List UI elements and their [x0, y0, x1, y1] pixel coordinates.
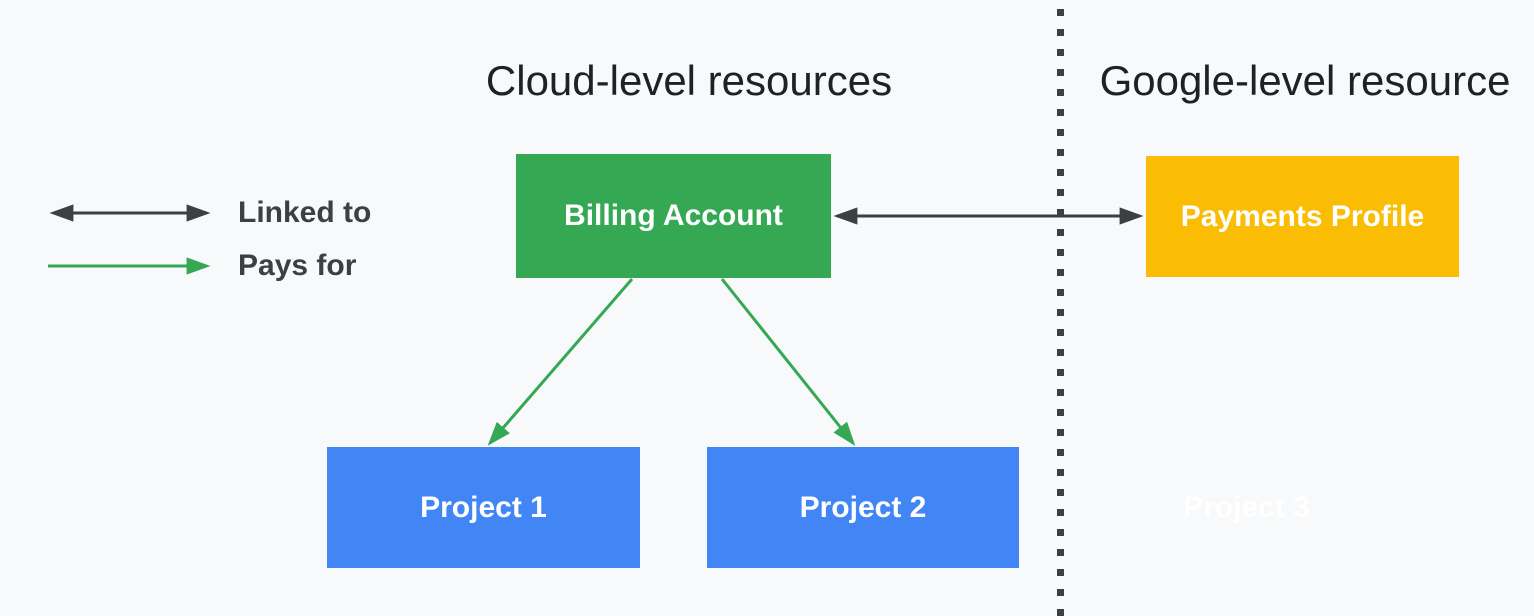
- project-1-node: Project 1: [327, 447, 640, 568]
- project-3-label: Project 3: [1183, 490, 1310, 524]
- billing-account-label: Billing Account: [564, 199, 783, 232]
- legend-linked-to-label: Linked to: [238, 196, 372, 229]
- pays-for-arrow-project-2: [720, 278, 856, 446]
- project-3-node: Project 3: [1090, 447, 1403, 568]
- payments-profile-label: Payments Profile: [1180, 199, 1425, 233]
- project-2-label: Project 2: [799, 490, 927, 524]
- project-1-label: Project 1: [420, 490, 547, 524]
- legend-pays-for-label: Pays for: [238, 249, 357, 282]
- billing-account-node: Billing Account: [516, 154, 831, 278]
- project-2-node: Project 2: [707, 447, 1019, 568]
- google-level-resource-title: Google-level resource: [1099, 57, 1511, 104]
- payments-profile-node: Payments Profile: [1146, 156, 1459, 277]
- cloud-level-resources-title: Cloud-level resources: [485, 57, 893, 104]
- pays-for-arrow-project-1: [487, 278, 634, 446]
